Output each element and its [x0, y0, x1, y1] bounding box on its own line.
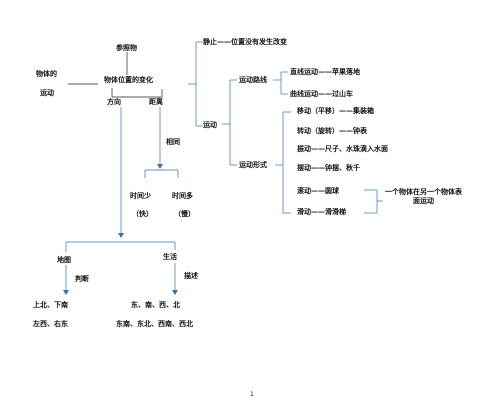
- rotate-label: 转动（旋转）——钟表: [297, 127, 367, 135]
- motion-form-label: 运动形式: [239, 161, 267, 169]
- same-label: 相同: [166, 138, 180, 146]
- distance-label: 距离: [149, 98, 163, 106]
- roll-label: 滚动——圆球: [297, 187, 339, 195]
- roll-slide-note-2: 面运动: [413, 197, 434, 205]
- slide-label: 滑动——滑滑梯: [297, 208, 346, 216]
- terrain-label: 地图: [57, 256, 71, 264]
- curve-motion-label: 曲线运动——过山车: [290, 90, 353, 98]
- motion-label: 运动: [203, 121, 217, 129]
- time-more-label: 时间多: [172, 192, 193, 200]
- position-change-label: 物体位置的变化: [104, 76, 153, 84]
- eight-directions-label: 东南、东北、西南、西北: [116, 320, 193, 328]
- page-number: 1: [250, 391, 254, 398]
- still-label: 静止——位置没有发生改变: [203, 38, 287, 46]
- translate-label: 移动（平移）——集装箱: [297, 107, 374, 115]
- four-directions-label: 东、南、西、北: [131, 301, 180, 309]
- time-less-label: 时间少: [130, 192, 151, 200]
- motion-route-label: 运动路线: [239, 76, 267, 84]
- roll-slide-note-1: 一个物体在另一个物体表: [385, 188, 462, 196]
- object-motion-label-1: 物体的: [36, 70, 57, 78]
- straight-motion-label: 直线运动——苹果落地: [290, 68, 360, 76]
- reference-label: 参照物: [116, 44, 137, 52]
- up-north-down-south-label: 上北、下南: [33, 301, 68, 309]
- object-motion-label-2: 运动: [40, 89, 54, 97]
- describe-label: 描述: [184, 272, 198, 280]
- slow-label: （慢）: [174, 210, 195, 218]
- swing-label: 摆动——钟摆、秋千: [297, 164, 360, 172]
- judge-label: 判断: [75, 275, 89, 283]
- fast-label: （快）: [132, 210, 153, 218]
- vibrate-label: 振动——尺子、水珠滴入水面: [297, 145, 388, 153]
- life-label: 生活: [163, 253, 177, 261]
- direction-label: 方向: [107, 98, 121, 106]
- left-west-right-east-label: 左西、右东: [33, 320, 68, 328]
